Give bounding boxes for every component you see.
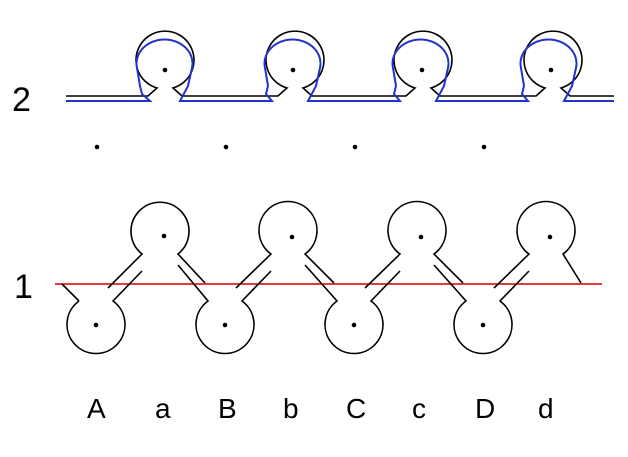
row1-upper-loop-d: [493, 200, 582, 289]
row1-lower-loop-dot: [351, 322, 357, 328]
column-label-c: c: [412, 393, 426, 424]
row1-upper-loop-dot: [418, 234, 424, 240]
row1-upper-loop-a: [107, 201, 206, 289]
row1-lower-loop-dot: [222, 322, 228, 328]
column-label-b: b: [283, 393, 299, 424]
column-label-d: d: [538, 393, 554, 424]
row1-lower-loop-A: [66, 270, 143, 355]
row2-black-outline: [66, 30, 614, 97]
row1-lower-loop-dot: [480, 322, 486, 328]
column-label-D: D: [475, 393, 495, 424]
middle-dot: [223, 144, 229, 150]
row1-lower-loop-C: [304, 264, 401, 355]
row1-upper-loop-dot: [161, 233, 167, 239]
row2-loop-center-dot: [419, 67, 425, 73]
middle-dot: [481, 144, 487, 150]
row2-loop-center-dot: [548, 67, 554, 73]
row1-chain: [55, 200, 602, 355]
row2-loop-center-dot: [290, 67, 296, 73]
column-label-C: C: [346, 393, 366, 424]
row2-blue-overlay: [66, 38, 614, 102]
row-label-1: 1: [14, 268, 33, 306]
column-label-B: B: [218, 393, 237, 424]
row2-loop-center-dot: [162, 67, 168, 73]
row1-lower-loop-dot: [93, 322, 99, 328]
row1-upper-loop-dot: [547, 234, 553, 240]
column-label-a: a: [155, 393, 171, 424]
row1-left-arm: [61, 283, 80, 302]
row1-upper-loop-dot: [289, 234, 295, 240]
row1-upper-loop-c: [364, 200, 464, 289]
row2-band: [66, 30, 614, 102]
column-label-A: A: [87, 393, 106, 424]
middle-dot: [352, 144, 358, 150]
row1-upper-loop-b: [235, 200, 335, 289]
row-label-2: 2: [12, 81, 31, 119]
row1-lower-loop-B: [177, 264, 272, 355]
middle-dot: [94, 144, 100, 150]
middle-dots: [94, 144, 487, 150]
column-labels: A a B b C c D d: [87, 393, 554, 424]
row1-lower-loop-D: [433, 264, 530, 355]
